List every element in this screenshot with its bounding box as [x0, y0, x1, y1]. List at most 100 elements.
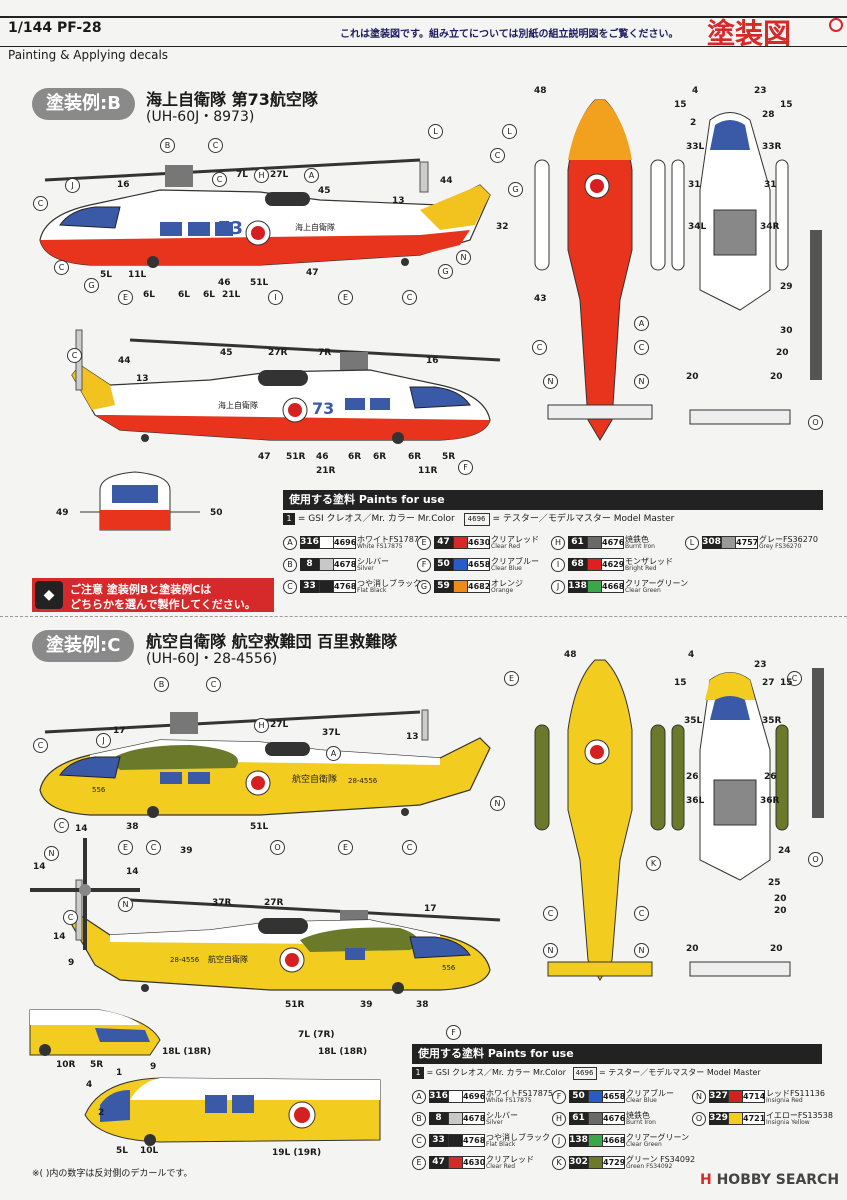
paint-name-en: Silver [486, 1119, 503, 1126]
front-windscreen [112, 485, 158, 503]
callout-c: C [634, 340, 649, 355]
decal-label: 6L [203, 290, 215, 300]
paint-entry: E 47 4630 クリアレッド Clear Red [417, 534, 551, 552]
decal-label: 23 [754, 660, 767, 670]
main-wheel [392, 982, 404, 994]
decal-label: 21L [222, 290, 241, 300]
decal-label: 45 [220, 348, 233, 358]
hull-text: 航空自衛隊 [292, 773, 337, 785]
stabilizer [547, 404, 653, 420]
paint-mm-number: 4768 [462, 1134, 486, 1147]
callout-n: N [543, 374, 558, 389]
paint-name-en: Clear Red [486, 1163, 515, 1170]
decal-label: 48 [564, 650, 577, 660]
serial-text: 28-4556 [170, 956, 200, 964]
gsi-legend-text: = GSI クレオス／Mr. カラー Mr.Color [426, 1068, 566, 1077]
decal-label: 14 [126, 867, 139, 877]
decal-label: 2 [690, 118, 697, 128]
paint-code: G [417, 580, 431, 594]
external-tank [650, 159, 666, 271]
cabin-window [370, 398, 390, 410]
caution-note: ◆ ご注意 塗装例Bと塗装例Cは どちらかを選んで製作してください。 [32, 578, 274, 612]
paint-swatch [588, 1134, 603, 1147]
paint-code: K [552, 1156, 566, 1170]
paint-table-legend: 1 = GSI クレオス／Mr. カラー Mr.Color 4696 = テスタ… [412, 1066, 832, 1080]
callout-c: C [634, 906, 649, 921]
paint-entry: B 8 4678 シルバー Silver [283, 556, 417, 574]
decal-label: 7R [318, 348, 332, 358]
paint-number: 33 [429, 1134, 448, 1147]
callout-c: C [212, 172, 227, 187]
decal-label: 31 [688, 180, 701, 190]
paint-name-en: Green FS34092 [626, 1163, 673, 1170]
decal-label: 5L [116, 1146, 128, 1156]
callout-c: C [63, 910, 78, 925]
subtitle: Painting & Applying decals [8, 48, 169, 62]
paint-code: C [412, 1134, 426, 1148]
decal-label: 5R [442, 452, 456, 462]
paint-mm-number: 4630 [467, 536, 491, 549]
callout-c: C [208, 138, 223, 153]
footnote: ※( )内の数字は反対側のデカールです。 [32, 1169, 193, 1179]
callout-e: E [338, 840, 353, 855]
paint-name-en: Insignia Red [766, 1097, 803, 1104]
rotor-hub [340, 352, 368, 372]
paint-code: I [551, 558, 565, 572]
callout-c: C [532, 340, 547, 355]
decal-label: 20 [686, 944, 699, 954]
scheme-c-badge: 塗装例:C [32, 630, 135, 662]
paint-name-ja: つや消しブラック [357, 579, 421, 588]
paint-code: A [412, 1090, 426, 1104]
callout-c: C [543, 906, 558, 921]
decal-label: 20 [686, 372, 699, 382]
paint-entry: F 50 4658 クリアブルー Clear Blue [417, 556, 551, 574]
decal-label: 18L (18R) [318, 1047, 368, 1057]
callout-l: L [502, 124, 517, 139]
decal-label: 32 [496, 222, 509, 232]
decal-label: 7L [236, 170, 248, 180]
callout-o: O [270, 840, 285, 855]
paint-name-ja: クリアーグリーン [626, 1133, 690, 1142]
decal-label: 1 [116, 1068, 123, 1078]
paint-entry: J 138 4668 クリアーグリーン Clear Green [552, 1132, 690, 1150]
callout-n: N [118, 897, 133, 912]
paint-code: E [412, 1156, 426, 1170]
watermark-logo: H HOBBY SEARCH [700, 1172, 839, 1188]
decal-label: 5R [90, 1060, 104, 1070]
hull-text: 航空自衛隊 [208, 954, 248, 964]
callout-c: C [787, 671, 802, 686]
decal-label: 44 [440, 176, 453, 186]
paint-number: 138 [568, 580, 587, 593]
mm-legend-text: = テスター／モデルマスター Model Master [492, 514, 675, 524]
page-title: 塗装図 [707, 17, 792, 50]
decal-label: 9 [150, 1062, 157, 1072]
callout-h: H [254, 718, 269, 733]
callout-b: B [154, 677, 169, 692]
callout-a: A [326, 746, 341, 761]
paint-mm-number: 4668 [601, 580, 625, 593]
decal-label: 9 [68, 958, 75, 968]
paint-entry: E 47 4630 クリアレッド Clear Red [412, 1154, 546, 1172]
tail-wheel [401, 258, 409, 266]
paint-code: F [552, 1090, 566, 1104]
rotor-hub [170, 712, 198, 734]
paint-swatch [587, 580, 602, 593]
top-nose-orange [568, 100, 632, 160]
paint-name-en: Clear Red [491, 543, 520, 550]
paint-mm-number: 4696 [333, 536, 357, 549]
scheme-b-front-large [671, 112, 791, 425]
callout-n: N [634, 374, 649, 389]
hull-text: 海上自衛隊 [218, 400, 258, 410]
callout-k: K [646, 856, 661, 871]
decal-label: 17 [113, 726, 126, 736]
paint-name-ja: レッドFS11136 [766, 1089, 825, 1098]
header-note: これは塗装図です。組み立てについては別紙の組立説明図をご覧ください。 [340, 29, 679, 40]
decal-label: 13 [136, 374, 149, 384]
engine-exhaust [258, 370, 308, 386]
decal-label: 20 [776, 348, 789, 358]
scheme-b-front-view [80, 471, 200, 531]
paint-mm-number: 4629 [601, 558, 625, 571]
callout-g: G [84, 278, 99, 293]
yellow-tail-band [420, 185, 490, 230]
paint-entry: F 50 4658 クリアブルー Clear Blue [552, 1088, 686, 1106]
